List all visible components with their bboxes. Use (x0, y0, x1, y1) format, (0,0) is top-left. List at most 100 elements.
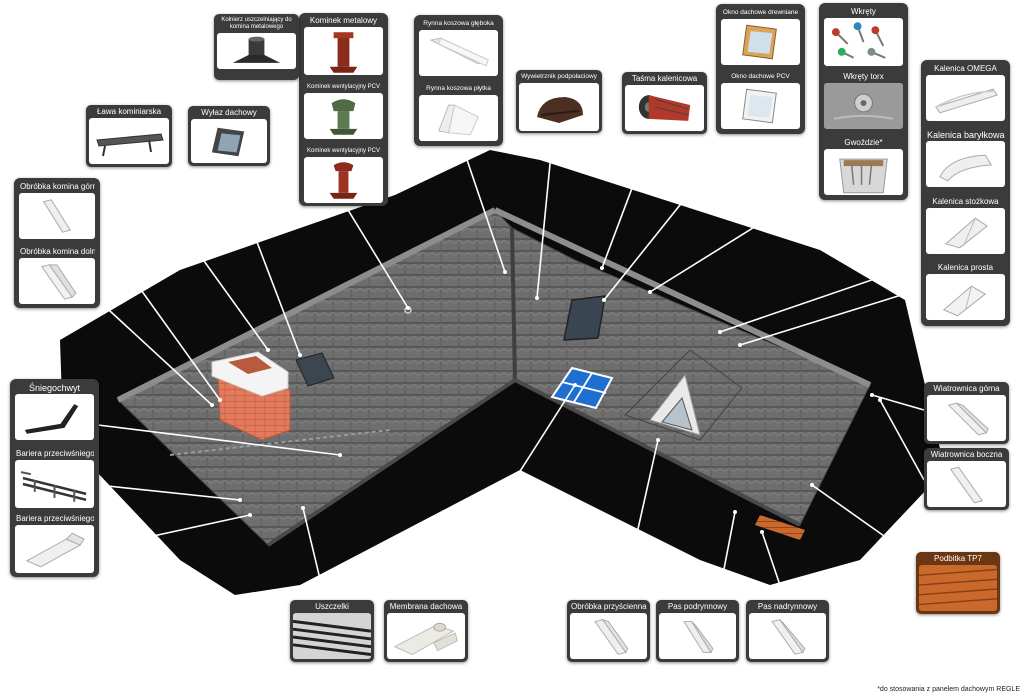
card-wiatrownica-gorna: Wiatrownica górna (924, 382, 1009, 444)
roof-vent-icon (519, 83, 599, 131)
leader-pas-nadrynnowy (760, 530, 786, 601)
card-kolnierz: Kołnierz uszczelniający do komina metalo… (214, 14, 299, 80)
label-pas-nadrynnowy: Pas nadrynnowy (757, 602, 818, 611)
chimney (211, 351, 291, 441)
leader-okno (602, 129, 741, 302)
card-kalenica-prosta: Kalenica prosta (923, 261, 1008, 324)
label-obrobka-przyscienna: Obróbka przyścienna (571, 602, 647, 611)
card-membrana: Membrana dachowa (384, 600, 468, 662)
label-kalenica-omega: Kalenica OMEGA (934, 64, 997, 73)
label-wywietrznik: Wywietrznik podpołaciowy (521, 73, 597, 80)
label-sniegochwyt: Śniegochwyt (28, 383, 81, 393)
leader-lawa (134, 164, 270, 352)
label-okno-pcv: Okno dachowe PCV (731, 73, 790, 80)
label-membrana: Membrana dachowa (389, 602, 463, 611)
label-kalenica-barylkowa: Kalenica baryłkowa (927, 130, 1005, 140)
leader-bariera-2 (97, 513, 252, 549)
wall-flashing-icon (570, 613, 647, 659)
card-bariera-2: Bariera przeciwśniegowa (12, 512, 97, 576)
label-tasma: Taśma kalenicowa (631, 74, 698, 83)
side-barge-board-icon (927, 461, 1006, 507)
label-kalenica-stozkowa: Kalenica stożkowa (932, 197, 999, 206)
label-wkrety: Wkręty (851, 7, 876, 16)
screws-icon (824, 18, 903, 66)
card-pas-podrynnowy: Pas podrynnowy (656, 600, 739, 662)
leader-wiatrownica-gorna (870, 393, 925, 411)
card-kominek-pcv-2: Kominek wentylacyjny PCV (301, 144, 386, 206)
leader-rynna (461, 144, 507, 274)
label-gwozdzie: Gwoździe* (844, 138, 883, 147)
card-wylaz: Wyłaz dachowy (188, 106, 270, 166)
label-kominek-pcv-1: Kominek wentylacyjny PCV (306, 84, 381, 90)
snow-guard-icon (15, 394, 94, 440)
label-wiatrownica-gorna: Wiatrownica górna (933, 384, 1000, 393)
card-sniegochwyt: Śniegochwyt (12, 381, 97, 445)
drip-edge-icon (659, 613, 736, 659)
label-kominek-pcv-2: Kominek wentylacyjny PCV (306, 148, 381, 154)
card-lawa: Ława kominiarska (86, 105, 172, 167)
label-bariera-2: Bariera przeciwśniegowa (16, 514, 94, 523)
leader-membrana (437, 383, 577, 601)
label-okno-drewniane: Okno dachowe drewniane (722, 9, 799, 16)
pcv-vent-green-icon (304, 93, 383, 139)
card-rynna-plytka: Rynna koszowa płytka (416, 82, 501, 144)
leader-obrobka-dolna (97, 299, 214, 407)
leader-obrobka-przyscienna (621, 438, 660, 601)
ridge-tape-icon (625, 85, 704, 131)
label-lawa: Ława kominiarska (96, 107, 162, 116)
gaskets-icon (293, 613, 371, 659)
roof-hatch-icon (191, 119, 267, 163)
snow-barrier-bar-icon (15, 460, 94, 508)
card-obrobka-dolna: Obróbka komina dolna (16, 245, 98, 307)
nails-bucket-icon (824, 149, 903, 195)
straight-ridge-icon (926, 274, 1005, 320)
label-obrobka-gorna: Obróbka komina górna (20, 182, 95, 191)
lower-chimney-flashing-icon (19, 258, 95, 304)
soffit-panel-icon (919, 565, 997, 611)
card-kalenica-barylkowa: Kalenica baryłkowa (923, 128, 1008, 192)
label-kominek-metalowy: Kominek metalowy (309, 16, 378, 25)
card-bariera-1: Bariera przeciwśniegowa (12, 447, 97, 511)
upper-chimney-flashing-icon (19, 193, 95, 239)
leader-podbitka (810, 483, 919, 561)
label-rynna-plytka: Rynna koszowa płytka (426, 85, 491, 92)
leader-wkrety (648, 184, 823, 294)
chimney-collar-icon (217, 33, 296, 69)
upper-barge-board-icon (927, 395, 1006, 441)
snow-barrier-plate-icon (15, 525, 94, 573)
pcv-roof-window-icon (721, 83, 800, 129)
card-okno-drewniane: Okno dachowe drewniane (718, 6, 803, 68)
card-kominek-metalowy: Kominek metalowy (301, 14, 386, 80)
leader-pas-podrynnowy (717, 510, 737, 601)
shallow-valley-gutter-icon (419, 95, 498, 141)
card-kalenica-stozkowa: Kalenica stożkowa (923, 195, 1008, 259)
card-uszczelki: Uszczelki (290, 600, 374, 662)
card-obrobka-przyscienna: Obróbka przyścienna (567, 600, 650, 662)
label-wiatrownica-boczna: Wiatrownica boczna (930, 450, 1003, 459)
card-podbitka: Podbitka TP7 (916, 552, 1000, 614)
card-gwozdzie: Gwoździe* (821, 136, 906, 198)
label-kolnierz: Kołnierz uszczelniający do komina metalo… (221, 17, 292, 30)
leader-bariera-1 (97, 484, 242, 502)
card-tasma: Taśma kalenicowa (622, 72, 707, 134)
card-wywietrznik: Wywietrznik podpołaciowy (516, 70, 602, 133)
card-wiatrownica-boczna: Wiatrownica boczna (924, 448, 1009, 510)
omega-ridge-icon (926, 75, 1005, 121)
leader-kalenica-omega (718, 261, 925, 334)
leader-wylaz (227, 165, 302, 357)
roof-hatch (295, 352, 335, 387)
leader-uszczelki (301, 506, 326, 601)
deep-valley-gutter-icon (419, 30, 498, 76)
card-rynna-gleboka: Rynna koszowa głęboka (416, 17, 501, 79)
eaves-flashing-icon (749, 613, 826, 659)
label-bariera-1: Bariera przeciwśniegowa (16, 449, 94, 458)
roof-walkway-icon (89, 118, 169, 164)
label-podbitka: Podbitka TP7 (934, 554, 982, 563)
leader-kominek (344, 204, 410, 310)
leader-kalenica-prosta (738, 287, 925, 347)
label-wkrety-torx: Wkręty torx (843, 72, 884, 81)
label-kalenica-prosta: Kalenica prosta (937, 263, 994, 272)
